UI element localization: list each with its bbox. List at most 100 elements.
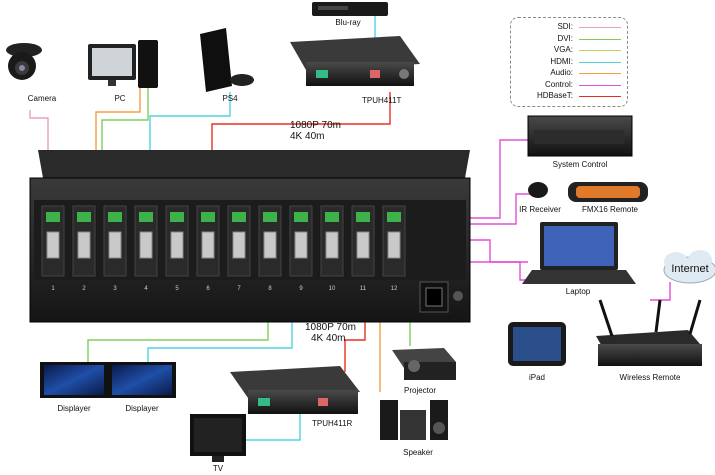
video-port xyxy=(201,231,215,259)
legend-swatch xyxy=(579,50,621,51)
ir-receiver-icon xyxy=(528,182,548,198)
ps4-icon xyxy=(200,28,254,92)
legend-swatch xyxy=(579,96,621,97)
input-number: 12 xyxy=(391,286,398,292)
wireless-remote-label: Wireless Remote xyxy=(619,373,681,382)
ipad-icon xyxy=(508,322,566,366)
legend-item: Control: xyxy=(515,80,623,91)
video-port xyxy=(387,231,401,259)
displayer-2-label: Displayer xyxy=(125,404,159,413)
tpuh411r-icon xyxy=(230,366,360,414)
legend-item-label: Audio: xyxy=(550,68,573,77)
laptop-icon xyxy=(522,222,636,284)
displayer-2-icon xyxy=(108,362,176,398)
fmx16-remote-label: FMX16 Remote xyxy=(581,205,639,214)
input-number: 5 xyxy=(175,286,179,292)
bluray-label: Blu-ray xyxy=(335,18,361,27)
input-number: 2 xyxy=(82,286,86,292)
video-port xyxy=(77,231,91,259)
displayer-1-icon xyxy=(40,362,108,398)
terminal-block xyxy=(387,212,401,222)
input-number: 11 xyxy=(360,286,367,292)
terminal-block xyxy=(201,212,215,222)
legend-item: HDMI: xyxy=(515,57,623,68)
top-distance-4k: 4K 40m xyxy=(290,131,325,142)
input-number: 9 xyxy=(299,286,303,292)
legend-item: VGA: xyxy=(515,45,623,56)
legend-swatch xyxy=(579,38,621,40)
projector-label: Projector xyxy=(403,386,437,395)
terminal-block xyxy=(77,212,91,222)
terminal-block xyxy=(170,212,184,222)
ir-receiver-label: IR Receiver xyxy=(519,205,561,214)
system-control-icon xyxy=(527,115,633,157)
video-port xyxy=(325,231,339,259)
camera-label: Camera xyxy=(27,94,57,103)
terminal-block xyxy=(108,212,122,222)
legend-item: DVI: xyxy=(515,34,623,45)
fmx16-remote-icon xyxy=(568,182,648,202)
video-port xyxy=(294,231,308,259)
input-number: 1 xyxy=(51,286,55,292)
wireless-remote-icon xyxy=(596,299,702,366)
bottom-distance-1080p: 1080P 70m xyxy=(305,322,356,333)
laptop-label: Laptop xyxy=(565,287,591,296)
internet-cloud-icon xyxy=(663,250,715,284)
terminal-block xyxy=(139,212,153,222)
camera-icon xyxy=(6,43,42,80)
speaker-label: Speaker xyxy=(403,448,433,457)
legend-item-label: SDI: xyxy=(557,22,573,31)
video-port xyxy=(170,231,184,259)
terminal-block xyxy=(46,212,60,222)
video-port xyxy=(263,231,277,259)
pc-icon xyxy=(88,40,158,88)
video-port xyxy=(46,231,60,259)
legend-item-label: DVI: xyxy=(557,33,573,43)
ps4-label: PS4 xyxy=(222,94,238,103)
terminal-block xyxy=(294,212,308,222)
top-distance-1080p: 1080P 70m xyxy=(290,120,341,131)
input-number: 6 xyxy=(206,286,210,292)
legend-item: HDBaseT: xyxy=(515,91,623,102)
legend-item-label: HDBaseT: xyxy=(536,91,573,100)
tpuh411t-icon xyxy=(290,36,420,86)
terminal-block xyxy=(263,212,277,222)
input-number: 3 xyxy=(113,286,117,292)
legend-swatch xyxy=(579,61,621,63)
cable-ir xyxy=(440,193,530,225)
terminal-block xyxy=(325,212,339,222)
system-control-label: System Control xyxy=(552,160,608,169)
legend-item-label: Control: xyxy=(544,79,573,89)
ipad-label: iPad xyxy=(528,373,546,382)
bottom-distance-4k: 4K 40m xyxy=(311,333,346,344)
legend-item: Audio: xyxy=(515,68,623,79)
legend-item-label: HDMI: xyxy=(550,56,573,66)
video-port xyxy=(232,231,246,259)
video-port xyxy=(108,231,122,259)
input-number: 7 xyxy=(237,286,241,292)
bluray-icon xyxy=(312,2,388,16)
displayer-1-label: Displayer xyxy=(57,404,91,413)
rx-label: TPUH411R xyxy=(312,419,353,428)
projector-icon xyxy=(392,348,456,380)
terminal-block xyxy=(232,212,246,222)
legend-swatch xyxy=(579,73,621,74)
pc-label: PC xyxy=(114,94,126,103)
legend-swatch xyxy=(579,84,621,86)
cable-out-hdmi-2 xyxy=(147,300,293,362)
tx-label: TPUH411T xyxy=(362,96,402,105)
internet-label: Internet xyxy=(671,263,709,275)
video-port xyxy=(356,231,370,259)
tv-label: TV xyxy=(212,464,224,473)
terminal-block xyxy=(356,212,370,222)
input-number: 10 xyxy=(329,286,336,292)
speaker-icon xyxy=(380,400,448,440)
input-number: 4 xyxy=(144,286,148,292)
cable-internet xyxy=(650,282,671,301)
tv-icon xyxy=(190,414,246,462)
power-module xyxy=(419,281,463,313)
legend-swatch xyxy=(579,27,621,28)
